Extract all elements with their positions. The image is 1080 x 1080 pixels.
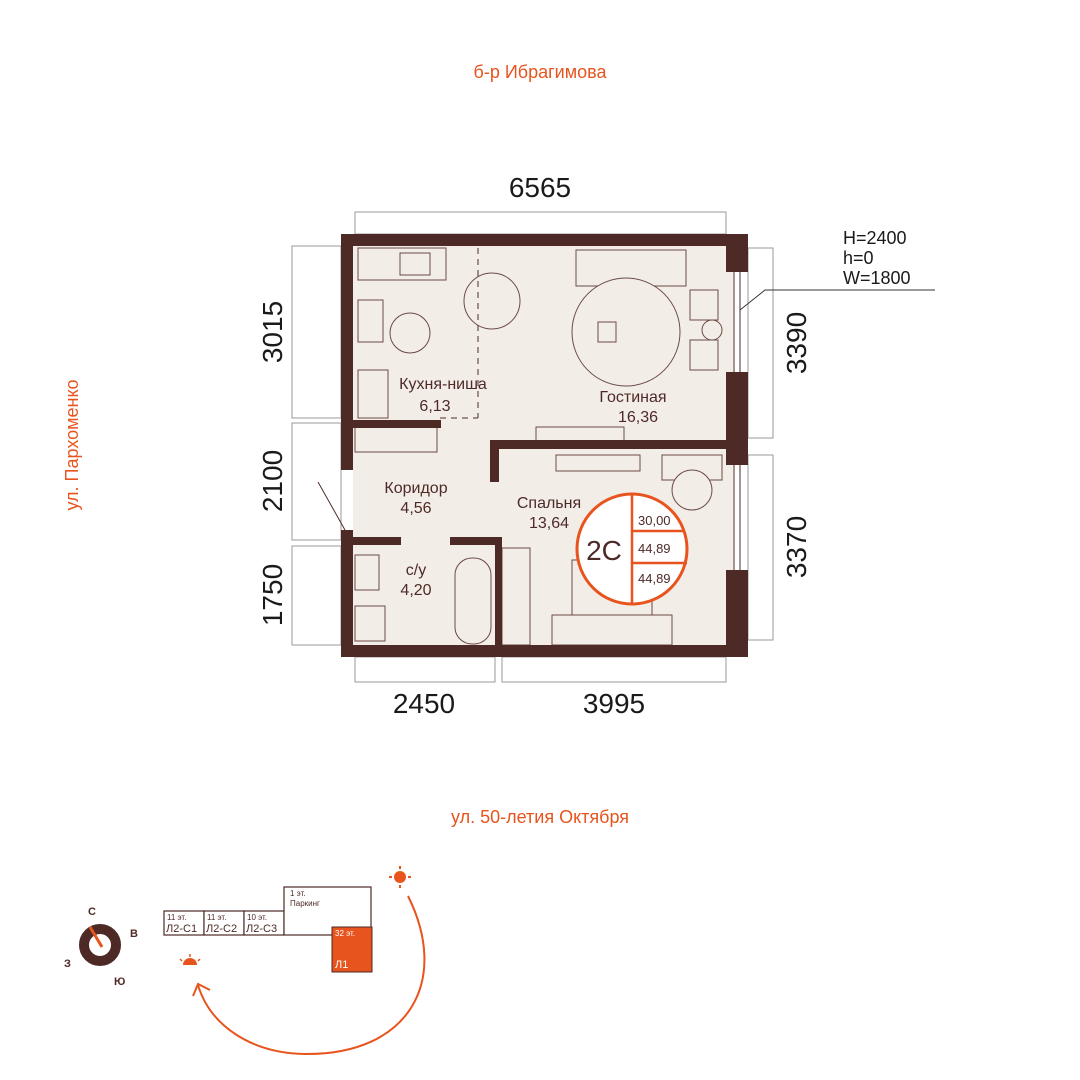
dim-right-bottom: 3370 <box>781 516 812 578</box>
room-name: Спальня <box>517 495 581 512</box>
svg-text:11 эт.: 11 эт. <box>207 913 226 922</box>
room-area: 16,36 <box>618 409 658 426</box>
room-bathroom: с/у 4,20 <box>400 562 431 599</box>
room-name: Коридор <box>384 480 447 497</box>
svg-text:11 эт.: 11 эт. <box>167 913 186 922</box>
window-sill: h=0 <box>843 248 874 268</box>
sunset-icon <box>179 954 201 965</box>
block-l2-c1 <box>163 910 205 936</box>
compass-west: З <box>64 958 71 970</box>
area-total-balcony: 44,89 <box>638 571 671 586</box>
room-area: 13,64 <box>529 515 569 532</box>
apartment-badge: 2С 30,00 44,89 44,89 <box>575 492 689 606</box>
svg-text:1 эт.: 1 эт. <box>290 889 306 898</box>
room-area: 6,13 <box>419 398 450 415</box>
svg-text:Л2-С1: Л2-С1 <box>166 923 197 935</box>
room-kitchen: Кухня-ниша 6,13 <box>399 376 487 415</box>
room-area: 4,56 <box>400 500 431 517</box>
svg-text:10 эт.: 10 эт. <box>247 913 267 922</box>
windows <box>317 272 741 570</box>
apartment-type: 2С <box>586 535 622 566</box>
block-l2-c3 <box>243 910 285 936</box>
compass-south: Ю <box>114 976 125 988</box>
svg-text:Паркинг: Паркинг <box>290 899 320 908</box>
sunrise-icon <box>389 866 411 888</box>
arrow-icon <box>192 982 211 997</box>
compass-east: В <box>130 928 138 940</box>
svg-text:Л2-С2: Л2-С2 <box>206 923 237 935</box>
dim-bottom-right: 3995 <box>583 688 645 719</box>
svg-text:32 эт.: 32 эт. <box>335 929 355 938</box>
sun-path <box>179 866 426 1056</box>
street-bottom: ул. 50-летия Октября <box>451 807 629 827</box>
compass-needle-icon <box>88 926 104 948</box>
street-top: б-р Ибрагимова <box>474 62 608 82</box>
compass: С В Ю З <box>64 906 138 988</box>
dim-top: 6565 <box>509 172 571 203</box>
walls <box>341 234 748 657</box>
room-area: 4,20 <box>400 582 431 599</box>
window-width: W=1800 <box>843 268 911 288</box>
dim-right-top: 3390 <box>781 312 812 374</box>
room-corridor: Коридор 4,56 <box>384 480 447 517</box>
room-name: Кухня-ниша <box>399 376 487 393</box>
dim-left-bottom: 1750 <box>257 564 288 626</box>
dim-left-top: 3015 <box>257 301 288 363</box>
room-bedroom: Спальня 13,64 <box>517 495 581 532</box>
dim-bottom-left: 2450 <box>393 688 455 719</box>
dim-left-middle: 2100 <box>257 450 288 512</box>
svg-text:Л2-С3: Л2-С3 <box>246 923 277 935</box>
area-living: 30,00 <box>638 513 671 528</box>
block-l1 <box>331 926 373 973</box>
compass-north: С <box>88 906 96 918</box>
area-total: 44,89 <box>638 541 671 556</box>
svg-text:Л1: Л1 <box>335 959 348 971</box>
window-height: H=2400 <box>843 228 907 248</box>
street-left: ул. Пархоменко <box>62 379 82 510</box>
site-plan: 11 эт. Л2-С1 11 эт. Л2-С2 10 эт. Л2-С3 1… <box>163 886 373 973</box>
room-name: с/у <box>406 562 426 579</box>
room-name: Гостиная <box>599 389 666 406</box>
room-living: Гостиная 16,36 <box>599 389 666 426</box>
